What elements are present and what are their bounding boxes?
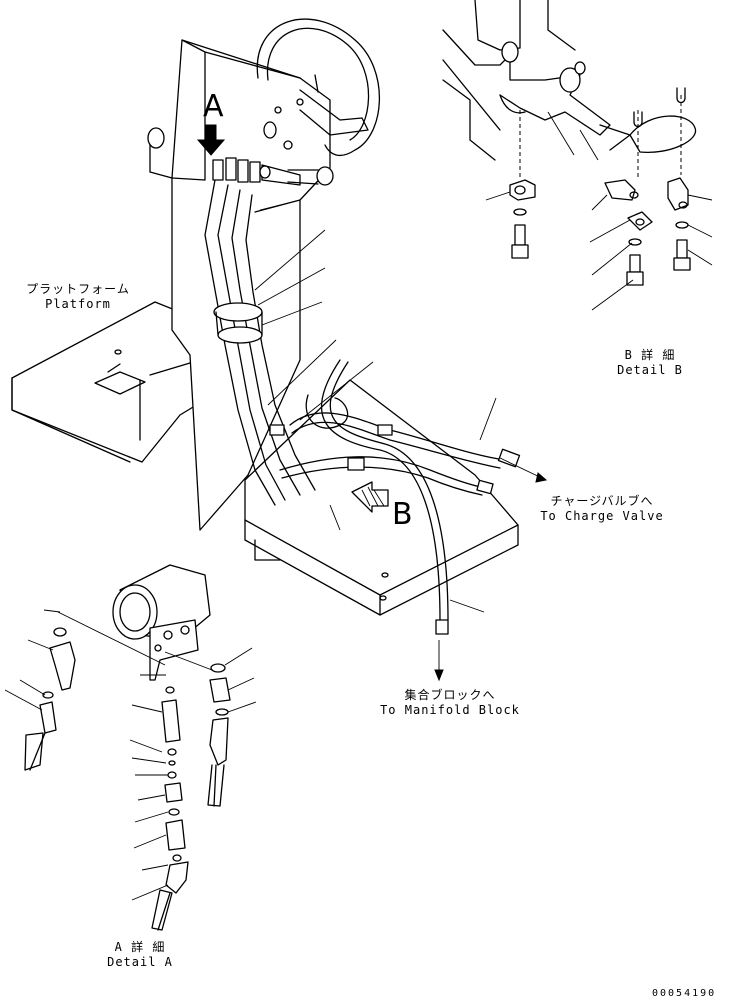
detail-a-assembly [4, 564, 257, 931]
detail-b-label-en: Detail B [617, 363, 683, 377]
detail-a-label-en: Detail A [107, 955, 173, 969]
view-b-letter: B [392, 497, 413, 532]
view-arrow-a-icon [196, 124, 226, 156]
detail-a-label-jp: A 詳 細 [114, 940, 166, 954]
platform-label-jp: プラットフォーム [26, 282, 130, 296]
hose-bundle [204, 157, 521, 635]
steering-column [147, 18, 381, 533]
flow-arrow-icon [535, 472, 548, 483]
manifold-label-en: To Manifold Block [380, 703, 520, 717]
detail-b-label-jp: B 詳 細 [624, 348, 676, 362]
drawing-number: 00054190 [652, 988, 717, 999]
platform-label-en: Platform [45, 297, 111, 311]
charge-valve-label-jp: チャージバルブへ [550, 494, 654, 508]
manifold-label-jp: 集合ブロックへ [404, 688, 496, 702]
view-arrow-b-icon [351, 481, 389, 513]
flow-arrow-icon [434, 669, 444, 682]
view-a-letter: A [203, 89, 224, 124]
charge-valve-label-en: To Charge Valve [540, 509, 664, 523]
leader-lines [254, 199, 547, 672]
detail-b-assembly [442, 0, 713, 311]
